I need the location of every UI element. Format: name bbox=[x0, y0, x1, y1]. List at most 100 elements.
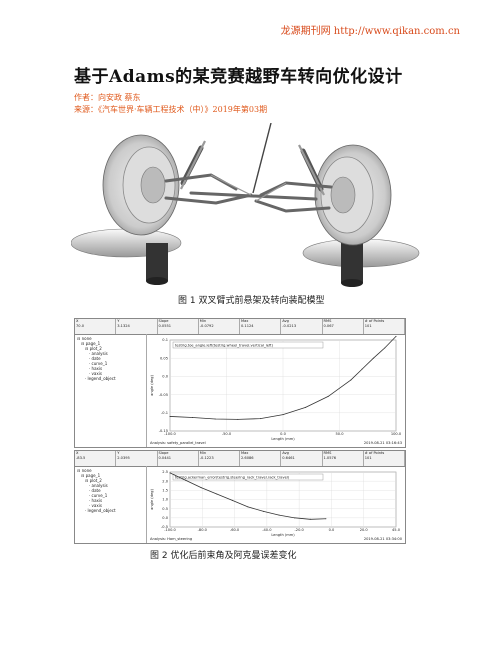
data-point bbox=[350, 379, 352, 381]
data-point bbox=[282, 414, 284, 416]
data-point bbox=[214, 418, 216, 420]
y-tick-label: 2.0 bbox=[162, 479, 168, 483]
figure2-caption: 图 2 优化后前束角及阿克曼误差变化 bbox=[150, 551, 297, 561]
figure1-caption: 图 1 双叉臂式前悬架及转向装配模型 bbox=[178, 296, 325, 306]
x-axis-label: Length (mm) bbox=[271, 533, 295, 537]
tree-item[interactable]: · vaxis bbox=[89, 371, 102, 376]
y-tick-label: 0.5 bbox=[162, 507, 168, 511]
data-point bbox=[309, 518, 311, 520]
tree-item[interactable]: · date bbox=[89, 356, 101, 361]
x-tick-label: 45.0 bbox=[392, 528, 401, 532]
x-tick-label: -100.0 bbox=[164, 432, 176, 436]
article-source: 来源：《汽车世界·车辆工程技术（中）》2019年第03期 bbox=[74, 105, 268, 114]
x-tick-label: 50.0 bbox=[335, 432, 344, 436]
x-tick-label: 100.0 bbox=[391, 432, 402, 436]
timestamp-label: 2019-08-21 03:16:43 bbox=[364, 441, 402, 445]
y-tick-label: -0.05 bbox=[159, 393, 168, 397]
legend-entry: testrig.ackerman_error(testrig.steering_… bbox=[175, 475, 290, 479]
tree-item[interactable]: ⊟ plot_2 bbox=[85, 346, 102, 351]
data-point bbox=[216, 493, 218, 495]
y-tick-label: -0.1 bbox=[161, 411, 168, 415]
data-point bbox=[169, 472, 171, 474]
tree-item[interactable]: · curve_1 bbox=[89, 361, 108, 366]
tree-item[interactable]: ⊟ page_1 bbox=[81, 341, 101, 346]
data-point bbox=[294, 517, 296, 519]
tree-item[interactable]: · haxis bbox=[89, 498, 103, 503]
data-point bbox=[278, 514, 280, 516]
x-tick-label: 20.0 bbox=[360, 528, 369, 532]
tree-item[interactable]: ⊟ none bbox=[77, 468, 92, 473]
x-tick-label: -20.0 bbox=[294, 528, 304, 532]
legend-box bbox=[172, 473, 324, 481]
legend-box bbox=[172, 341, 324, 349]
tree-item[interactable]: · analysis bbox=[89, 483, 108, 488]
data-point bbox=[169, 415, 171, 417]
tree-item[interactable]: · legend_object bbox=[85, 376, 116, 381]
tree-item[interactable]: ⊟ none bbox=[77, 336, 92, 341]
x-tick-label: -50.0 bbox=[222, 432, 232, 436]
x-tick-label: 0.0 bbox=[329, 528, 335, 532]
tree-item[interactable]: · analysis bbox=[89, 351, 108, 356]
analysis-label: Analysis: safety_parallel_travel bbox=[150, 441, 206, 445]
analysis-label: Analysis: Ham_steering bbox=[150, 537, 192, 541]
stat-cell: X-83.5 bbox=[75, 451, 117, 466]
data-point bbox=[263, 510, 265, 512]
timestamp-label: 2019-08-21 03:34:00 bbox=[364, 537, 403, 541]
y-tick-label: -0.5 bbox=[161, 525, 168, 529]
journal-header: 龙源期刊网 http://www.qikan.com.cn bbox=[280, 26, 460, 37]
data-point bbox=[192, 417, 194, 419]
y-tick-label: 0.0 bbox=[162, 516, 168, 520]
y-tick-label: -0.15 bbox=[159, 429, 168, 433]
x-tick-label: 0.0 bbox=[280, 432, 286, 436]
article-authors: 作者：向安政 蔡东 bbox=[74, 93, 141, 102]
data-point bbox=[247, 506, 249, 508]
tree-item[interactable]: ⊟ plot_2 bbox=[85, 478, 102, 483]
tree-item[interactable]: · vaxis bbox=[89, 503, 102, 508]
data-point bbox=[327, 395, 329, 397]
data-point bbox=[185, 479, 187, 481]
tree-item[interactable]: · date bbox=[89, 488, 101, 493]
y-tick-label: 1.0 bbox=[162, 498, 168, 502]
y-tick-label: 0.0 bbox=[162, 375, 168, 379]
y-tick-label: 1.5 bbox=[162, 489, 168, 493]
y-tick-label: 0.1 bbox=[162, 338, 168, 342]
suspension-model-image bbox=[71, 123, 421, 288]
tree-item[interactable]: ⊟ page_1 bbox=[81, 473, 101, 478]
plot-tree[interactable]: ⊟ none⊟ page_1⊟ plot_2· analysis· date· … bbox=[75, 334, 147, 447]
tree-item[interactable]: · legend_object bbox=[85, 508, 116, 513]
tree-item[interactable]: · curve_1 bbox=[89, 493, 108, 498]
x-tick-label: -80.0 bbox=[198, 528, 208, 532]
data-point bbox=[372, 357, 374, 359]
data-point bbox=[305, 406, 307, 408]
x-tick-label: -100.0 bbox=[164, 528, 176, 532]
tree-item[interactable]: · haxis bbox=[89, 366, 103, 371]
y-tick-label: 2.5 bbox=[162, 470, 168, 474]
stat-cell: Avg-0.0213 bbox=[281, 319, 323, 334]
article-title: 基于Adams的某竞赛越野车转向优化设计 bbox=[74, 67, 403, 87]
x-tick-label: -60.0 bbox=[230, 528, 240, 532]
data-point bbox=[361, 368, 363, 370]
plot-tree[interactable]: ⊟ none⊟ page_1⊟ plot_2· analysis· date· … bbox=[75, 466, 147, 543]
y-tick-label: 0.05 bbox=[160, 356, 168, 360]
data-point bbox=[237, 418, 239, 420]
data-point bbox=[200, 487, 202, 489]
